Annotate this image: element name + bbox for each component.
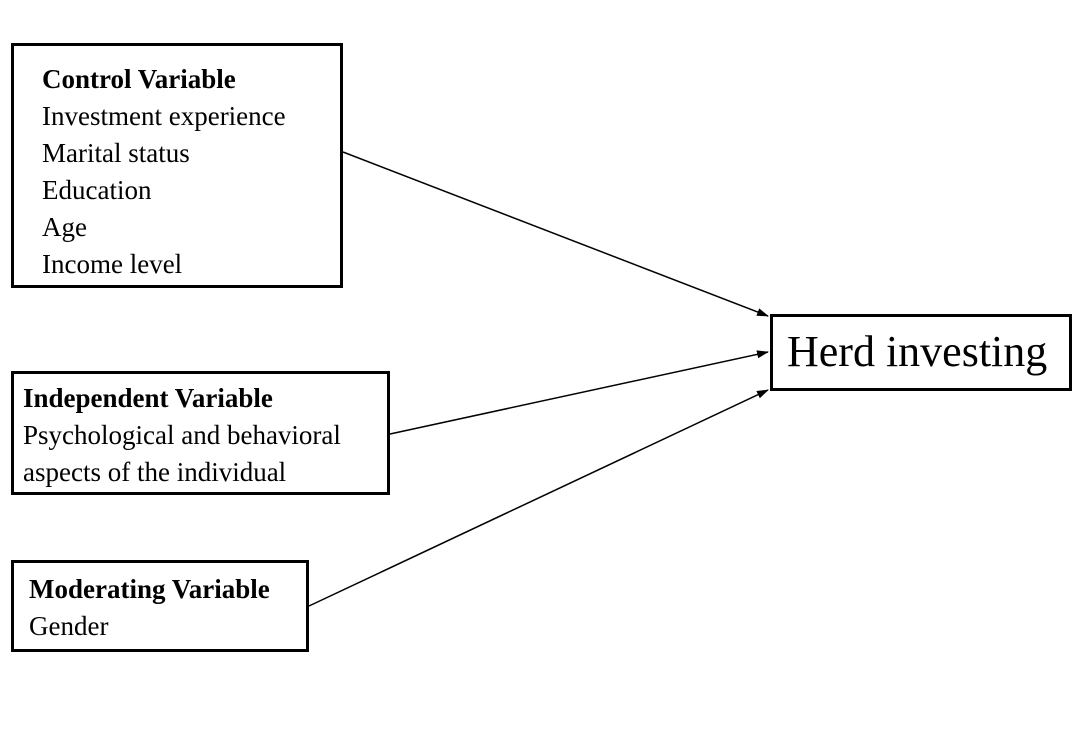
control-item-education: Education bbox=[42, 175, 152, 205]
control-variable-box: Control Variable Investment experience M… bbox=[11, 43, 343, 288]
arrow-control-to-outcome bbox=[342, 151, 769, 317]
independent-variable-heading: Independent Variable bbox=[23, 383, 273, 413]
independent-description-line-1: Psychological and behavioral bbox=[23, 420, 341, 450]
outcome-label: Herd investing bbox=[787, 327, 1048, 376]
control-variable-heading: Control Variable bbox=[42, 64, 236, 94]
arrow-moderating-to-outcome bbox=[308, 389, 769, 607]
independent-description-line-2: aspects of the individual bbox=[23, 457, 287, 487]
arrow-independent-to-outcome bbox=[389, 350, 769, 435]
control-item-age: Age bbox=[42, 212, 87, 242]
moderating-variable-heading: Moderating Variable bbox=[29, 574, 270, 604]
outcome-box: Herd investing bbox=[770, 314, 1072, 391]
control-item-investment-experience: Investment experience bbox=[42, 101, 286, 131]
independent-variable-box: Independent Variable Psychological and b… bbox=[11, 371, 390, 495]
control-item-marital-status: Marital status bbox=[42, 138, 190, 168]
moderating-variable-box: Moderating Variable Gender bbox=[11, 560, 309, 652]
moderating-item-gender: Gender bbox=[29, 611, 109, 641]
control-item-income-level: Income level bbox=[42, 249, 183, 279]
